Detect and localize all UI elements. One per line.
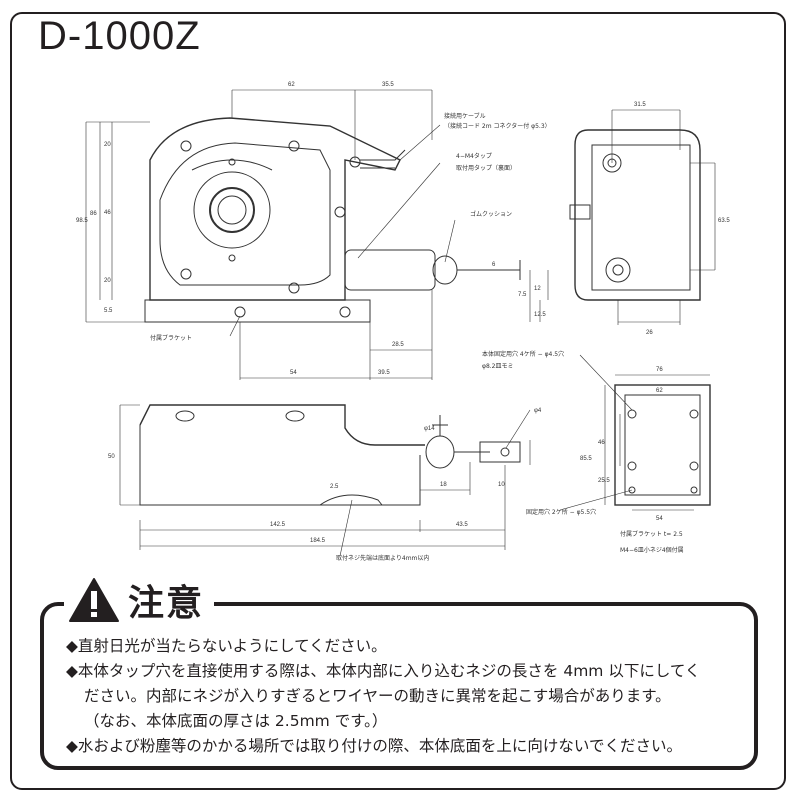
caution-box [40, 602, 758, 770]
outer-frame [10, 12, 786, 790]
dim-142-5: 142.5 [270, 522, 286, 528]
dim-5-5: 5.5 [104, 308, 113, 314]
dim-12-5: 12.5 [534, 312, 546, 318]
dim-side-31-5: 31.5 [634, 102, 646, 108]
dim-46a: 46 [104, 210, 111, 216]
label-rubber: ゴムクッション [470, 210, 512, 218]
label-screw-note: 取付ネジ先端は底面より4mm以内 [336, 554, 429, 562]
dim-20a: 20 [104, 142, 111, 148]
dim-86: 86 [90, 211, 97, 217]
dim-54: 54 [290, 370, 297, 376]
dim-12: 12 [534, 286, 541, 292]
dim-2-5: 2.5 [330, 484, 339, 490]
dim-39-5: 39.5 [378, 370, 390, 376]
label-body-holes: 本体固定用穴 4ケ所 − φ4.5穴 [482, 350, 564, 358]
caution-notes: ◆直射日光が当たらないようにしてください。 ◆本体タップ穴を直接使用する際は、本… [66, 634, 756, 759]
model-title: D-1000Z [32, 14, 207, 59]
dim-50: 50 [108, 454, 115, 460]
caution-header: 注意 [64, 572, 215, 628]
dim-side-63-5: 63.5 [718, 218, 730, 224]
leader-lines [229, 124, 633, 557]
front-view [85, 89, 549, 380]
dim-18: 18 [440, 482, 447, 488]
dim-28-5: 28.5 [392, 342, 404, 348]
dim-6: 6 [492, 262, 496, 268]
label-tap-mount: 取付用タップ（裏面） [456, 164, 516, 172]
dim-98-5: 98.5 [76, 218, 88, 224]
label-tap-m4: 4−M4タップ [456, 152, 492, 160]
label-cable-sub: （接続コード 2m コネクター付 φ5.3） [444, 122, 551, 130]
dim-bracket-85-5: 85.5 [580, 456, 592, 462]
bottom-view [119, 404, 531, 550]
label-bracket: 付属ブラケット [150, 334, 192, 342]
warning-icon [69, 578, 119, 622]
caution-heading: 注意 [128, 583, 205, 624]
caution-line-2: ◆本体タップ穴を直接使用する際は、本体内部に入り込むネジの長さを 4mm 以下に… [66, 662, 701, 680]
dim-184-5: 184.5 [310, 538, 326, 544]
dim-side-26: 26 [646, 330, 653, 336]
label-screws: M4−6皿小ネジ4個付属 [620, 546, 684, 554]
dim-bracket-62: 62 [656, 388, 663, 394]
label-cable: 接続用ケーブル [444, 112, 486, 120]
bracket-view [604, 374, 711, 511]
caution-line-5: ◆水および粉塵等のかかる場所では取り付けの際、本体底面を上に向けないでください。 [66, 737, 682, 755]
dim-bracket-25-5: 25.5 [598, 478, 610, 484]
caution-line-3: ださい。内部にネジが入りすぎるとワイヤーの動きに異常を起こす場合があります。 [84, 687, 671, 705]
label-bracket-thk: 付属ブラケット t= 2.5 [620, 530, 683, 538]
dim-phi4: φ4 [534, 408, 542, 414]
side-view [569, 109, 716, 325]
caution-line-1: ◆直射日光が当たらないようにしてください。 [66, 637, 387, 655]
dim-10: 10 [498, 482, 505, 488]
dim-20b: 20 [104, 278, 111, 284]
dim-35-5: 35.5 [382, 82, 394, 88]
dim-7-5: 7.5 [518, 292, 527, 298]
dim-bracket-46: 46 [598, 440, 605, 446]
dim-62: 62 [288, 82, 295, 88]
label-fix-holes: 固定用穴 2ケ所 − φ5.5穴 [526, 508, 596, 516]
label-body-holes-sub: φ8.2皿モミ [482, 363, 514, 370]
dim-43-5: 43.5 [456, 522, 468, 528]
dim-bracket-76: 76 [656, 367, 663, 373]
dim-phi14: φ14 [424, 426, 435, 432]
dim-bracket-54: 54 [656, 516, 663, 522]
technical-drawing: 接続用ケーブル （接続コード 2m コネクター付 φ5.3） 4−M4タップ 取… [76, 82, 730, 562]
caution-line-4: （なお、本体底面の厚さは 2.5mm です。） [84, 712, 388, 730]
